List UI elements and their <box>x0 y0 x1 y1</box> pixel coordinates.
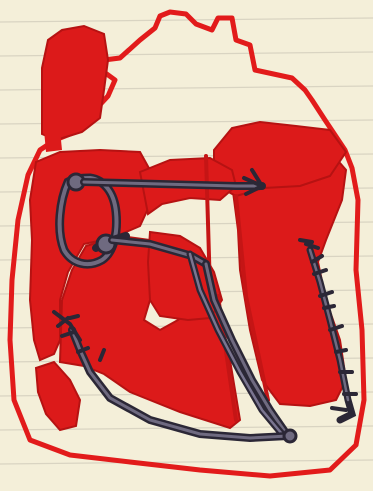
paper-rule-line <box>0 460 373 464</box>
superior-vena-cava <box>44 130 62 152</box>
apex-junction <box>284 430 296 442</box>
paper-rule-line <box>0 18 373 22</box>
inferior-vena-cava <box>36 362 80 430</box>
